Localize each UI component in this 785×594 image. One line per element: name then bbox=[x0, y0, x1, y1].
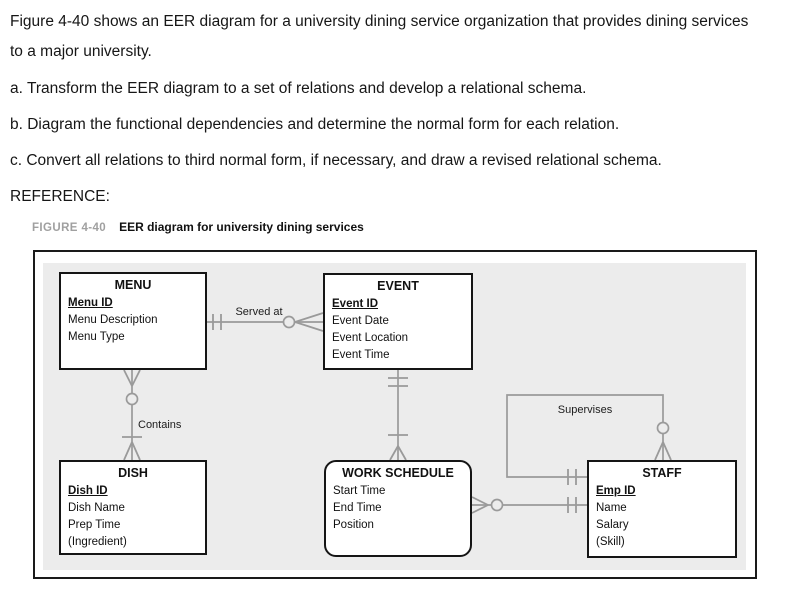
entity-staff-title: STAFF bbox=[642, 466, 682, 480]
cardinality-zero-or-many-icon bbox=[123, 369, 141, 406]
relationship-supervises: Supervises bbox=[506, 394, 672, 485]
attribute-primary-key: Emp ID bbox=[596, 485, 636, 497]
attribute: Prep Time bbox=[68, 519, 121, 531]
attribute-primary-key: Dish ID bbox=[68, 485, 108, 497]
entity-work-schedule-attributes: Start Time End Time Position bbox=[326, 483, 470, 534]
question-item-c: c. Convert all relations to third normal… bbox=[10, 152, 662, 169]
entity-menu-title: MENU bbox=[114, 278, 152, 292]
relationship-served-at: Served at bbox=[207, 306, 324, 332]
entity-menu-attributes: Menu ID Menu Description Menu Type bbox=[61, 295, 205, 346]
attribute: Menu Type bbox=[68, 331, 125, 343]
entity-event-title: EVENT bbox=[377, 279, 419, 293]
relationship-workschedule-staff bbox=[471, 496, 587, 514]
entity-work-schedule-title: WORK SCHEDULE bbox=[342, 466, 454, 480]
cardinality-one-and-only-one-icon bbox=[212, 314, 222, 330]
entity-event-attributes: Event ID Event Date Event Location Event… bbox=[325, 296, 471, 364]
entity-menu: MENU Menu ID Menu Description Menu Type bbox=[59, 272, 207, 370]
entity-dish: DISH Dish ID Dish Name Prep Time (Ingred… bbox=[59, 460, 207, 555]
figure-caption: FIGURE 4-40 EER diagram for university d… bbox=[32, 220, 364, 234]
question-item-b: b. Diagram the functional dependencies a… bbox=[10, 116, 620, 133]
attribute: Name bbox=[596, 502, 627, 514]
cardinality-zero-or-many-icon bbox=[654, 421, 672, 461]
entity-staff-attributes: Emp ID Name Salary (Skill) bbox=[589, 483, 735, 551]
figure-number-label: FIGURE 4-40 bbox=[32, 222, 107, 234]
cardinality-one-and-only-one-icon bbox=[567, 497, 577, 513]
figure-title: EER diagram for university dining servic… bbox=[119, 220, 364, 234]
question-item-a: a. Transform the EER diagram to a set of… bbox=[10, 80, 587, 97]
relationship-label-served-at: Served at bbox=[235, 306, 282, 318]
attribute-primary-key: Menu ID bbox=[68, 297, 113, 309]
attribute: Position bbox=[333, 519, 374, 531]
cardinality-zero-or-many-icon bbox=[282, 312, 324, 332]
reference-label: REFERENCE: bbox=[10, 188, 110, 205]
attribute-multivalued: (Ingredient) bbox=[68, 536, 127, 548]
entity-dish-attributes: Dish ID Dish Name Prep Time (Ingredient) bbox=[61, 483, 205, 551]
attribute: Event Time bbox=[332, 349, 390, 361]
cardinality-one-and-only-one-icon bbox=[388, 377, 408, 387]
eer-diagram-frame: Served at Contains bbox=[33, 250, 757, 579]
entity-work-schedule: WORK SCHEDULE Start Time End Time Positi… bbox=[324, 460, 472, 557]
attribute: Menu Description bbox=[68, 314, 158, 326]
relationship-event-workschedule bbox=[388, 370, 408, 461]
attribute-primary-key: Event ID bbox=[332, 298, 379, 310]
attribute: Start Time bbox=[333, 485, 386, 497]
cardinality-one-or-many-icon bbox=[388, 434, 408, 461]
attribute: Salary bbox=[596, 519, 629, 531]
attribute-multivalued: (Skill) bbox=[596, 536, 625, 548]
cardinality-one-and-only-one-icon bbox=[567, 469, 577, 485]
attribute: Dish Name bbox=[68, 502, 125, 514]
cardinality-zero-or-many-icon bbox=[471, 496, 504, 514]
entity-dish-title: DISH bbox=[118, 466, 148, 480]
cardinality-one-or-many-icon bbox=[122, 436, 142, 461]
attribute: Event Location bbox=[332, 332, 409, 344]
relationship-label-contains: Contains bbox=[138, 419, 182, 431]
relationship-contains: Contains bbox=[122, 369, 182, 461]
entity-event: EVENT Event ID Event Date Event Location… bbox=[323, 273, 473, 370]
relationship-label-supervises: Supervises bbox=[558, 404, 613, 416]
entity-staff: STAFF Emp ID Name Salary (Skill) bbox=[587, 460, 737, 558]
question-intro: Figure 4-40 shows an EER diagram for a u… bbox=[10, 13, 749, 60]
attribute: Event Date bbox=[332, 315, 389, 327]
connector-layer: Served at Contains bbox=[122, 306, 672, 514]
attribute: End Time bbox=[333, 502, 382, 514]
